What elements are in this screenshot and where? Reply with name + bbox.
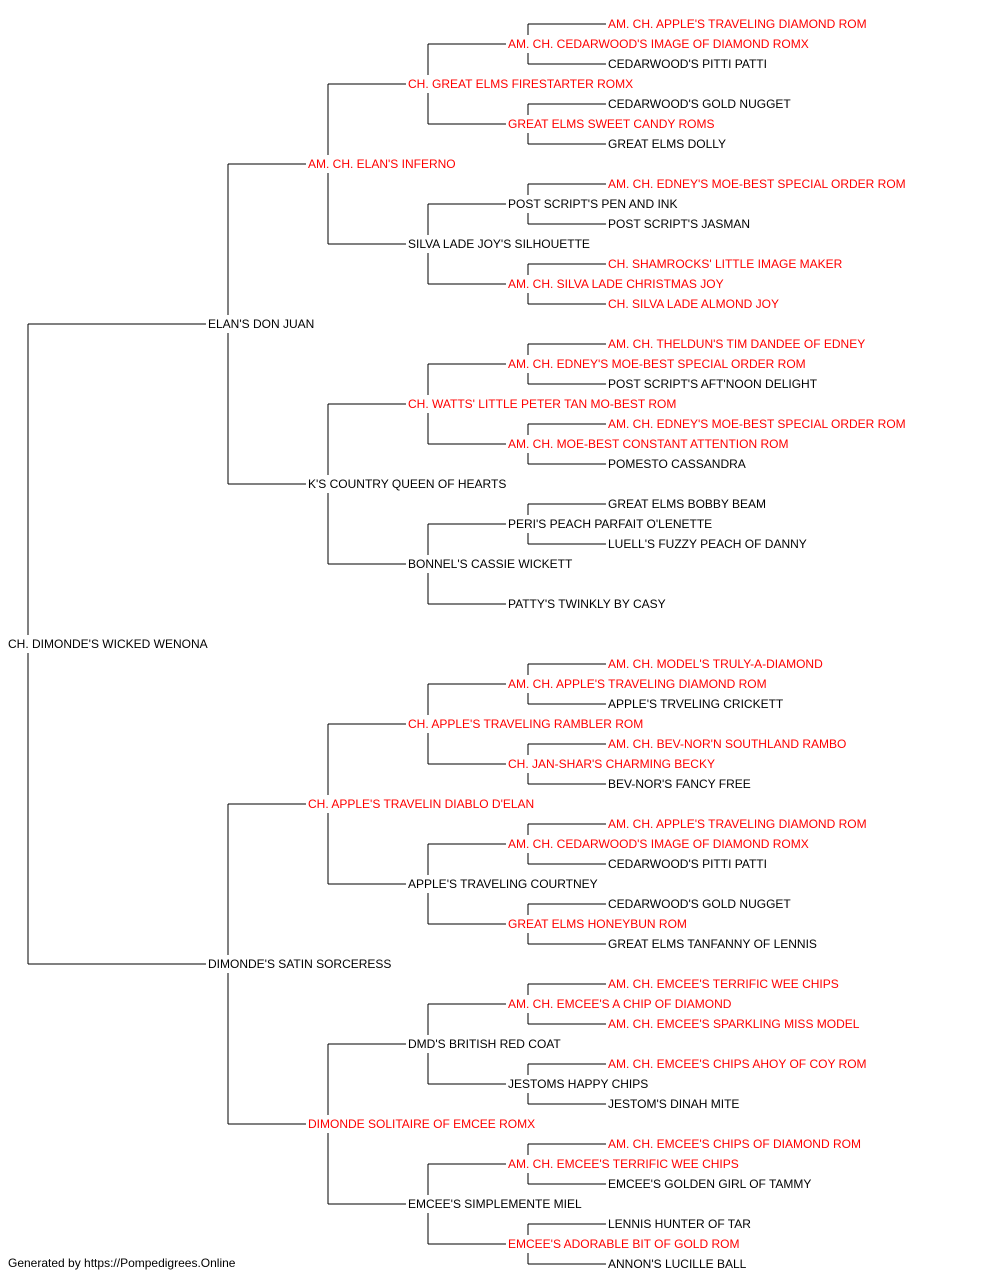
ancestor-name: AM. CH. BEV-NOR'N SOUTHLAND RAMBO xyxy=(608,737,846,751)
ancestor-name: CH. SHAMROCKS' LITTLE IMAGE MAKER xyxy=(608,257,843,271)
ancestor-name: GREAT ELMS SWEET CANDY ROMS xyxy=(508,117,714,131)
ancestor-name: SILVA LADE JOY'S SILHOUETTE xyxy=(408,237,590,251)
ancestor-name: GREAT ELMS TANFANNY OF LENNIS xyxy=(608,937,817,951)
ancestor-name: CH. WATTS' LITTLE PETER TAN MO-BEST ROM xyxy=(408,397,676,411)
ancestor-name: AM. CH. EMCEE'S SPARKLING MISS MODEL xyxy=(608,1017,860,1031)
ancestor-name: AM. CH. CEDARWOOD'S IMAGE OF DIAMOND ROM… xyxy=(508,837,809,851)
ancestor-name: PATTY'S TWINKLY BY CASY xyxy=(508,597,666,611)
ancestor-name: CH. SILVA LADE ALMOND JOY xyxy=(608,297,779,311)
ancestor-name: AM. CH. APPLE'S TRAVELING DIAMOND ROM xyxy=(508,677,767,691)
ancestor-name: CEDARWOOD'S PITTI PATTI xyxy=(608,57,767,71)
ancestor-name: APPLE'S TRAVELING COURTNEY xyxy=(408,877,598,891)
ancestor-name: CEDARWOOD'S GOLD NUGGET xyxy=(608,97,791,111)
ancestor-name: K'S COUNTRY QUEEN OF HEARTS xyxy=(308,477,506,491)
ancestor-name: EMCEE'S GOLDEN GIRL OF TAMMY xyxy=(608,1177,811,1191)
ancestor-name: CEDARWOOD'S PITTI PATTI xyxy=(608,857,767,871)
ancestor-name: AM. CH. MOE-BEST CONSTANT ATTENTION ROM xyxy=(508,437,788,451)
ancestor-name: GREAT ELMS DOLLY xyxy=(608,137,726,151)
ancestor-name: GREAT ELMS BOBBY BEAM xyxy=(608,497,766,511)
ancestor-name: AM. CH. ELAN'S INFERNO xyxy=(308,157,456,171)
ancestor-name: LENNIS HUNTER OF TAR xyxy=(608,1217,751,1231)
ancestor-name: AM. CH. EDNEY'S MOE-BEST SPECIAL ORDER R… xyxy=(608,417,906,431)
ancestor-name: EMCEE'S SIMPLEMENTE MIEL xyxy=(408,1197,582,1211)
ancestor-name: AM. CH. EMCEE'S TERRIFIC WEE CHIPS xyxy=(508,1157,739,1171)
ancestor-name: AM. CH. MODEL'S TRULY-A-DIAMOND xyxy=(608,657,823,671)
ancestor-name: AM. CH. THELDUN'S TIM DANDEE OF EDNEY xyxy=(608,337,865,351)
ancestor-name: BEV-NOR'S FANCY FREE xyxy=(608,777,751,791)
ancestor-name: AM. CH. APPLE'S TRAVELING DIAMOND ROM xyxy=(608,817,867,831)
ancestor-name: CH. GREAT ELMS FIRESTARTER ROMX xyxy=(408,77,633,91)
ancestor-name: CEDARWOOD'S GOLD NUGGET xyxy=(608,897,791,911)
ancestor-name: LUELL'S FUZZY PEACH OF DANNY xyxy=(608,537,807,551)
ancestor-name: POST SCRIPT'S JASMAN xyxy=(608,217,750,231)
ancestor-name: POST SCRIPT'S AFT'NOON DELIGHT xyxy=(608,377,818,391)
ancestor-name: AM. CH. EMCEE'S TERRIFIC WEE CHIPS xyxy=(608,977,839,991)
generated-by-credit: Generated by https://Pompedigrees.Online xyxy=(8,1256,236,1270)
ancestor-name: PERI'S PEACH PARFAIT O'LENETTE xyxy=(508,517,712,531)
ancestor-name: AM. CH. SILVA LADE CHRISTMAS JOY xyxy=(508,277,724,291)
ancestor-name: CH. APPLE'S TRAVELIN DIABLO D'ELAN xyxy=(308,797,534,811)
ancestor-name: CH. JAN-SHAR'S CHARMING BECKY xyxy=(508,757,715,771)
ancestor-name: POMESTO CASSANDRA xyxy=(608,457,746,471)
ancestor-name: APPLE'S TRVELING CRICKETT xyxy=(608,697,784,711)
ancestor-name: AM. CH. EMCEE'S CHIPS AHOY OF COY ROM xyxy=(608,1057,867,1071)
ancestor-name: CH. APPLE'S TRAVELING RAMBLER ROM xyxy=(408,717,643,731)
ancestor-name: POST SCRIPT'S PEN AND INK xyxy=(508,197,677,211)
ancestor-name: DIMONDE SOLITAIRE OF EMCEE ROMX xyxy=(308,1117,535,1131)
ancestor-name: AM. CH. EMCEE'S A CHIP OF DIAMOND xyxy=(508,997,732,1011)
ancestor-name: AM. CH. CEDARWOOD'S IMAGE OF DIAMOND ROM… xyxy=(508,37,809,51)
subject-dog-name: CH. DIMONDE'S WICKED WENONA xyxy=(8,637,208,651)
ancestor-name: AM. CH. EMCEE'S CHIPS OF DIAMOND ROM xyxy=(608,1137,861,1151)
ancestor-name: GREAT ELMS HONEYBUN ROM xyxy=(508,917,687,931)
ancestor-name: ELAN'S DON JUAN xyxy=(208,317,314,331)
ancestor-name: ANNON'S LUCILLE BALL xyxy=(608,1257,747,1271)
ancestor-name: DIMONDE'S SATIN SORCERESS xyxy=(208,957,391,971)
ancestor-name: JESTOMS HAPPY CHIPS xyxy=(508,1077,648,1091)
ancestor-name: JESTOM'S DINAH MITE xyxy=(608,1097,739,1111)
ancestor-name: AM. CH. APPLE'S TRAVELING DIAMOND ROM xyxy=(608,17,867,31)
ancestor-name: BONNEL'S CASSIE WICKETT xyxy=(408,557,573,571)
ancestor-name: AM. CH. EDNEY'S MOE-BEST SPECIAL ORDER R… xyxy=(508,357,806,371)
ancestor-name: AM. CH. EDNEY'S MOE-BEST SPECIAL ORDER R… xyxy=(608,177,906,191)
ancestor-name: EMCEE'S ADORABLE BIT OF GOLD ROM xyxy=(508,1237,739,1251)
ancestor-name: DMD'S BRITISH RED COAT xyxy=(408,1037,561,1051)
